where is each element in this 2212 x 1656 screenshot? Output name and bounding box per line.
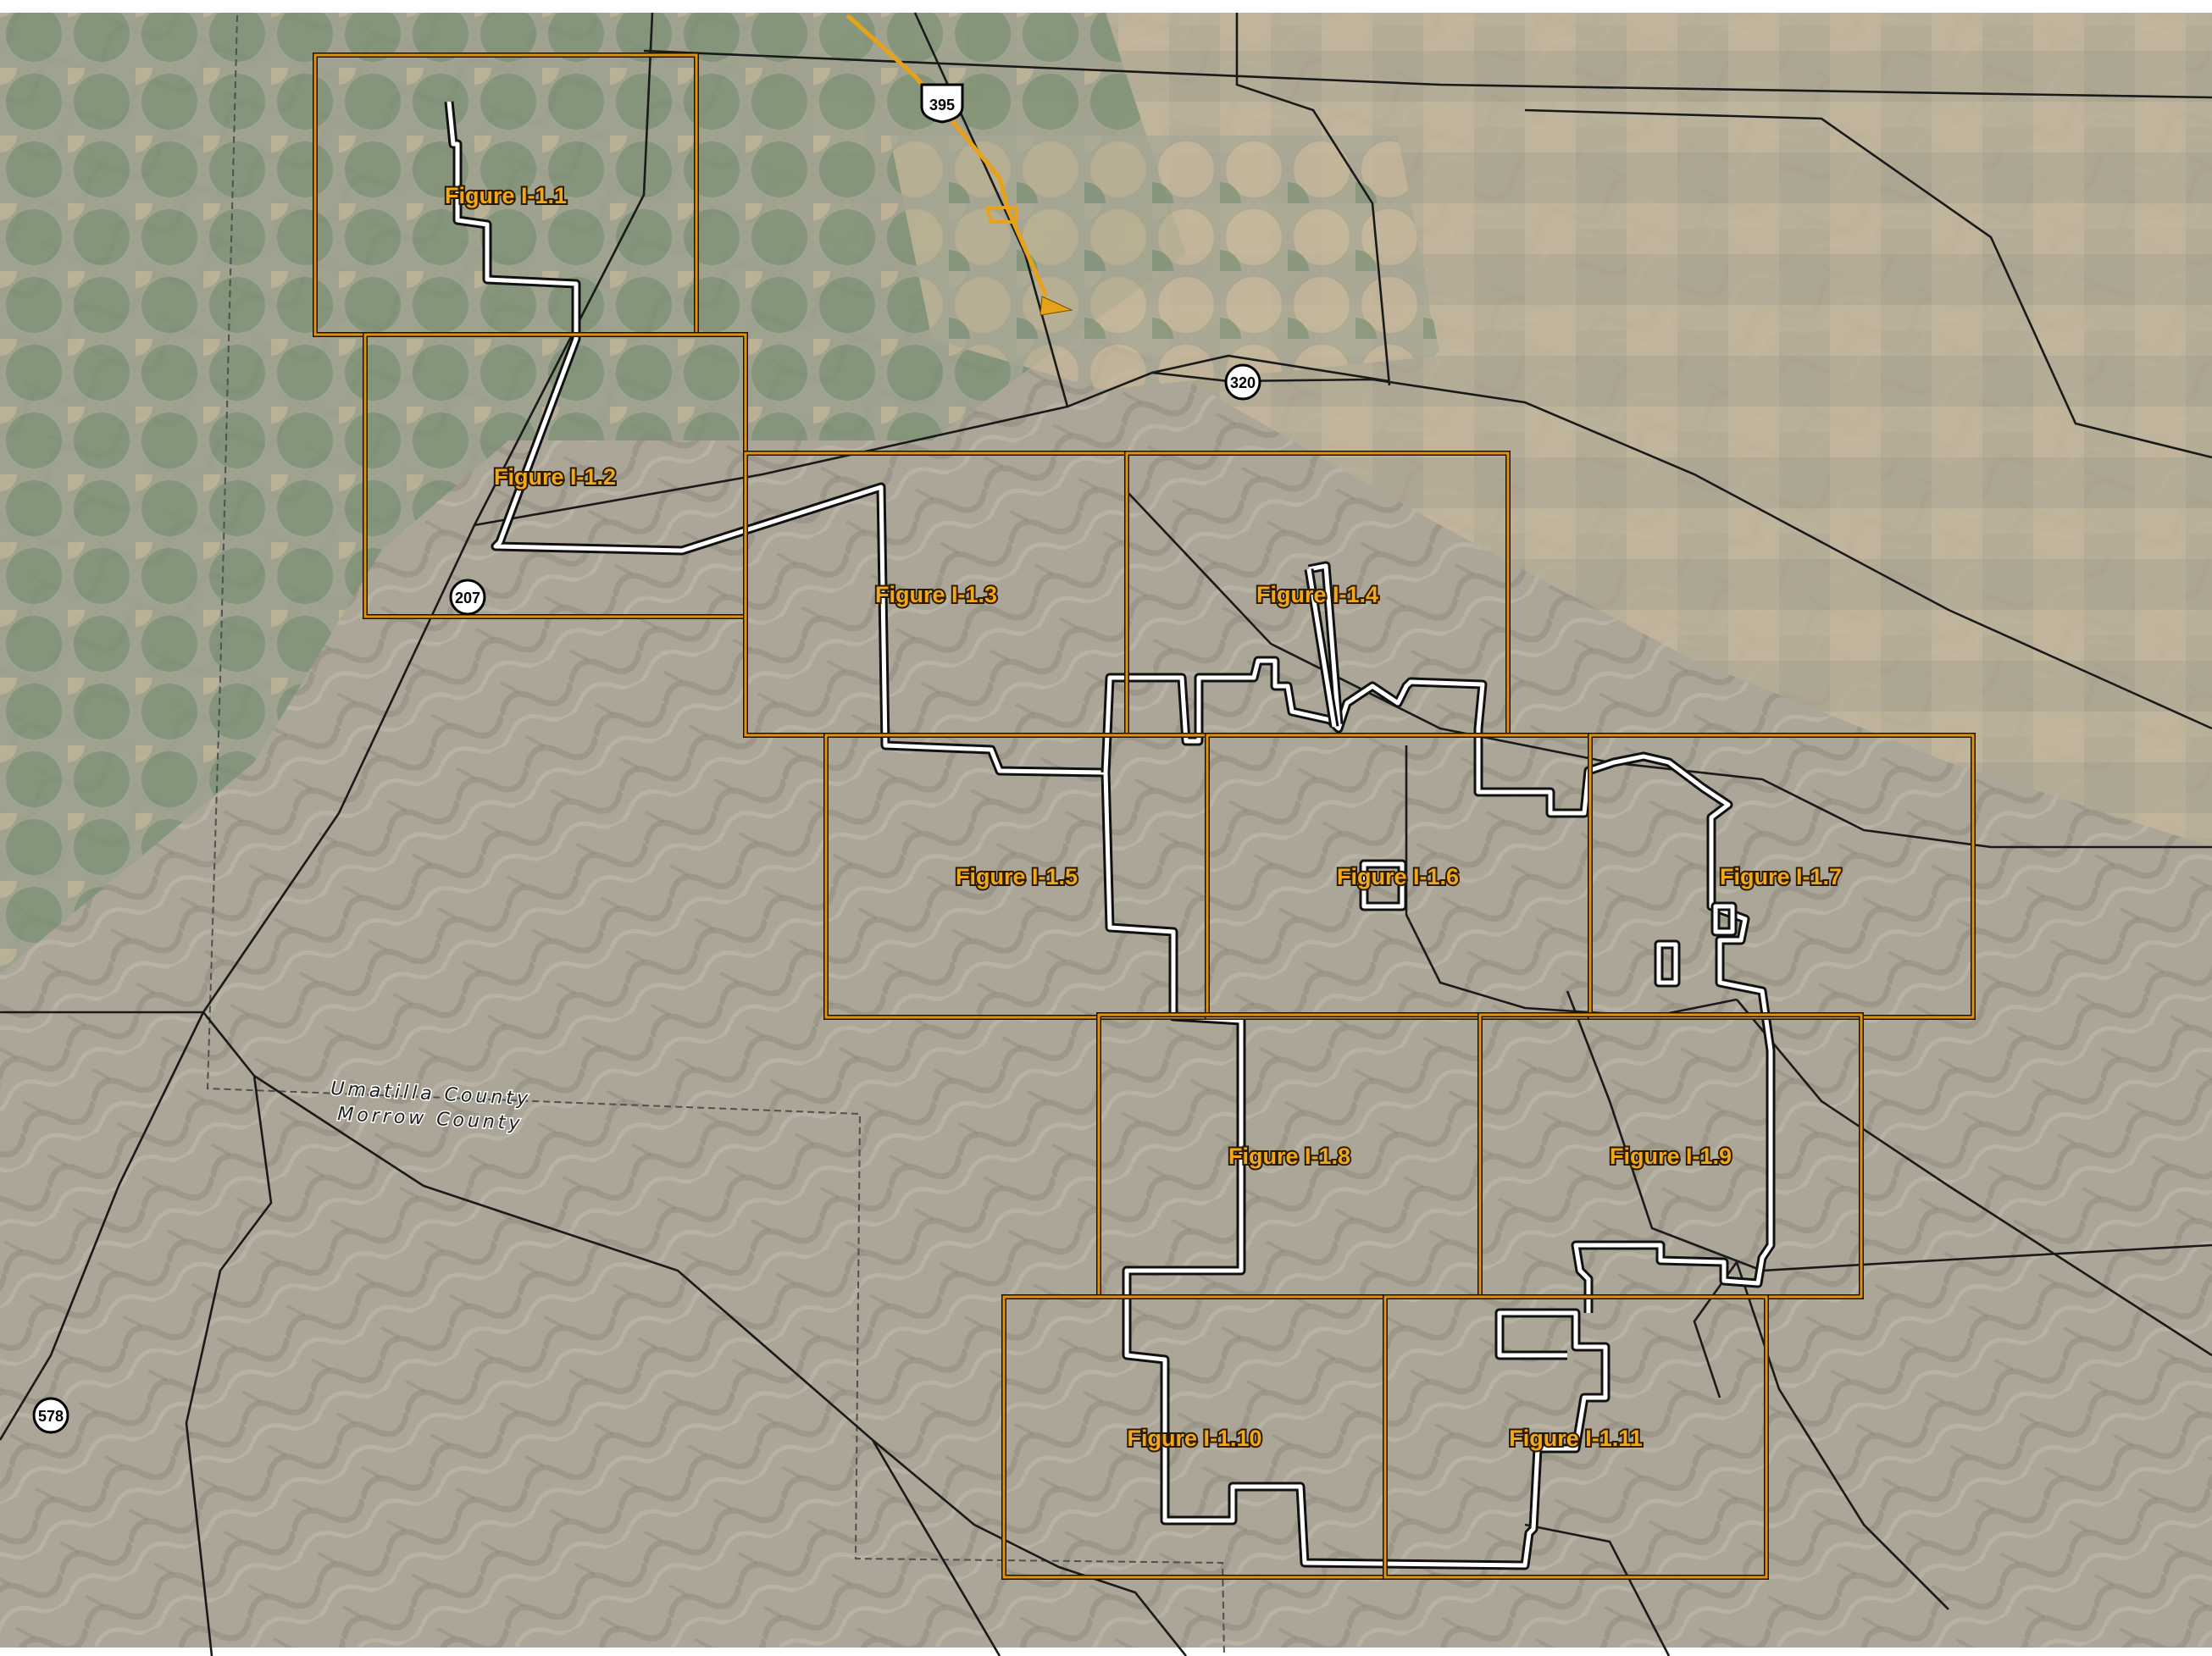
us-395-interchange — [984, 206, 1018, 224]
figure-label-1-10[interactable]: Figure I-1.10 — [1125, 1424, 1263, 1453]
or-320-shield-label: 320 — [1230, 374, 1256, 391]
us-395-end-arrow-icon — [1039, 296, 1073, 316]
figure-label-1-5[interactable]: Figure I-1.5 — [954, 862, 1079, 891]
irrigated-fields-west — [0, 0, 1186, 974]
figure-label-1-7[interactable]: Figure I-1.7 — [1718, 862, 1843, 891]
state-route-circle-icon: 320 — [1224, 363, 1261, 401]
county-boundary — [206, 14, 1225, 1656]
figure-index-boxes — [313, 53, 1976, 1580]
state-route-circle-icon: 578 — [32, 1397, 69, 1434]
irrigated-fields-east — [890, 136, 1440, 390]
figure-label-1-11[interactable]: Figure I-1.11 — [1507, 1424, 1644, 1453]
project-route — [444, 101, 1776, 1570]
state-route-circle-icon: 207 — [449, 579, 486, 616]
or-207-shield-label: 207 — [455, 590, 480, 606]
figure-label-1-3[interactable]: Figure I-1.3 — [873, 580, 999, 609]
us-395-shield-label: 395 — [929, 97, 955, 114]
or-578-shield-label: 578 — [38, 1408, 64, 1425]
road-network — [0, 12, 2212, 1656]
map-top-margin — [0, 0, 2212, 13]
figure-label-1-9[interactable]: Figure I-1.9 — [1608, 1142, 1733, 1171]
us-highway-shield-icon: 395 — [920, 83, 964, 124]
figure-label-1-6[interactable]: Figure I-1.6 — [1335, 862, 1461, 891]
figure-label-1-2[interactable]: Figure I-1.2 — [492, 462, 618, 491]
us-395-highway-line — [845, 14, 1049, 298]
figure-label-1-4[interactable]: Figure I-1.4 — [1255, 580, 1380, 609]
map-bottom-margin — [0, 1648, 2212, 1656]
figure-label-1-1[interactable]: Figure I-1.1 — [443, 181, 568, 210]
figure-label-1-8[interactable]: Figure I-1.8 — [1227, 1142, 1352, 1171]
